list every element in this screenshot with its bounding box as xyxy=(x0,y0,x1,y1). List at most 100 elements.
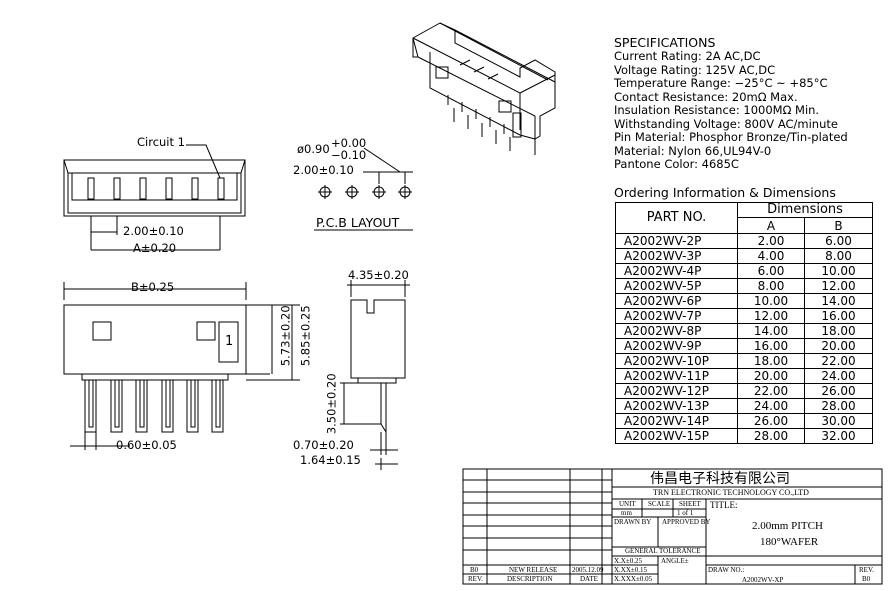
spec-line: Insulation Resistance: 1000MΩ Min. xyxy=(614,103,820,117)
spec-line: Temperature Range: −25°C ~ +85°C xyxy=(614,76,828,90)
order-cell-part: A2002WV-9P xyxy=(615,338,738,354)
order-cell-part: A2002WV-6P xyxy=(615,293,738,309)
spec-lines: Current Rating: 2A AC,DC Voltage Rating:… xyxy=(614,49,882,172)
order-cell-b: 16.00 xyxy=(804,308,873,324)
isometric-view xyxy=(412,22,556,155)
order-cell-b: 28.00 xyxy=(804,398,873,414)
order-cell-b: 12.00 xyxy=(804,278,873,294)
company-name-en: TRN ELECTRONIC TECHNOLOGY CO.,LTD xyxy=(653,488,809,497)
order-cell-part: A2002WV-10P xyxy=(615,353,738,369)
title-line-2: 180°WAFER xyxy=(760,536,819,548)
order-cell-b: 8.00 xyxy=(804,248,873,264)
order-cell-a: 20.00 xyxy=(737,368,805,384)
order-cell-b: 6.00 xyxy=(804,233,873,249)
scale-label: SCALE xyxy=(648,500,671,508)
order-cell-a: 26.00 xyxy=(737,413,805,429)
unit-value: mm xyxy=(621,509,632,517)
spec-line: Pantone Color: 4685C xyxy=(614,157,739,171)
draw-no-label: DRAW NO.: xyxy=(708,566,745,574)
pin-length-dim: 3.50±0.20 xyxy=(324,373,339,435)
order-cell-a: 28.00 xyxy=(737,428,805,444)
order-cell-a: 2.00 xyxy=(737,233,805,249)
date-entry: 2005.12.09 xyxy=(572,566,604,574)
order-cell-a: 16.00 xyxy=(737,338,805,354)
draw-no: A2002WV-XP xyxy=(742,576,784,584)
order-cell-a: 18.00 xyxy=(737,353,805,369)
order-cell-part: A2002WV-7P xyxy=(615,308,738,324)
spec-line: Pin Material: Phosphor Bronze/Tin-plated xyxy=(614,130,848,144)
order-cell-a: 22.00 xyxy=(737,383,805,399)
hole-tol-minus: −0.10 xyxy=(331,148,367,162)
order-cell-b: 24.00 xyxy=(804,368,873,384)
pcb-pitch-dim: 2.00±0.10 xyxy=(293,163,354,177)
side-depth-dim: 1.64±0.15 xyxy=(300,453,361,467)
b-dim: B±0.25 xyxy=(131,280,175,294)
order-cell-a: 24.00 xyxy=(737,398,805,414)
col-a: A xyxy=(737,217,805,234)
order-cell-part: A2002WV-11P xyxy=(615,368,738,384)
order-cell-part: A2002WV-8P xyxy=(615,323,738,339)
ordering-heading: Ordering Information & Dimensions xyxy=(614,185,836,200)
order-cell-part: A2002WV-3P xyxy=(615,248,738,264)
order-cell-a: 6.00 xyxy=(737,263,805,279)
pitch-dim: 2.00±0.10 xyxy=(123,224,184,238)
pcb-layout-label: P.C.B LAYOUT xyxy=(316,215,400,230)
height-dim-1: 5.73±0.20 xyxy=(278,305,293,367)
side-width-dim: 4.35±0.20 xyxy=(348,268,409,282)
description-column: DESCRIPTION xyxy=(507,575,553,583)
unit-label: UNIT xyxy=(619,500,636,508)
circuit-label: Circuit 1 xyxy=(137,135,185,149)
desc-entry: NEW RELEASE xyxy=(509,566,558,574)
order-cell-b: 30.00 xyxy=(804,413,873,429)
order-cell-b: 20.00 xyxy=(804,338,873,354)
col-b: B xyxy=(804,217,873,234)
angle-tolerance: ANGLE± xyxy=(661,557,689,565)
spec-line: Contact Resistance: 20mΩ Max. xyxy=(614,89,798,104)
hole-diameter: ø0.90 xyxy=(297,142,330,156)
date-column: DATE xyxy=(580,575,598,583)
tolerance-3: X.XXX±0.05 xyxy=(614,575,653,583)
order-cell-b: 10.00 xyxy=(804,263,873,279)
order-cell-b: 14.00 xyxy=(804,293,873,309)
order-cell-part: A2002WV-13P xyxy=(615,398,738,414)
company-name-cn: 伟昌电子科技有限公司 xyxy=(650,471,790,487)
pcb-layout xyxy=(314,147,413,231)
drawn-by: DRAWN BY xyxy=(614,518,652,526)
pin-thickness-dim: 0.70±0.20 xyxy=(293,438,354,452)
side-view xyxy=(340,280,410,470)
pin-one-mark: 1 xyxy=(225,334,234,349)
col-dimensions: Dimensions xyxy=(737,202,873,218)
order-cell-part: A2002WV-2P xyxy=(615,233,738,249)
sheet-label: SHEET xyxy=(679,500,701,508)
col-part-no: PART NO. xyxy=(615,202,738,234)
order-cell-b: 22.00 xyxy=(804,353,873,369)
tolerance-1: X.X±0.25 xyxy=(614,557,642,565)
title-block-lines xyxy=(462,468,883,585)
order-cell-part: A2002WV-5P xyxy=(615,278,738,294)
general-tolerance: GENERAL TOLERANCE xyxy=(625,547,701,555)
spec-line: Withstanding Voltage: 800V AC/minute xyxy=(614,116,838,131)
order-cell-a: 8.00 xyxy=(737,278,805,294)
order-cell-b: 18.00 xyxy=(804,323,873,339)
order-cell-b: 32.00 xyxy=(804,428,873,444)
top-view xyxy=(63,144,246,251)
title-line-1: 2.00mm PITCH xyxy=(752,520,823,532)
approved-by: APPROVED BY xyxy=(662,518,711,526)
order-cell-a: 12.00 xyxy=(737,308,805,324)
